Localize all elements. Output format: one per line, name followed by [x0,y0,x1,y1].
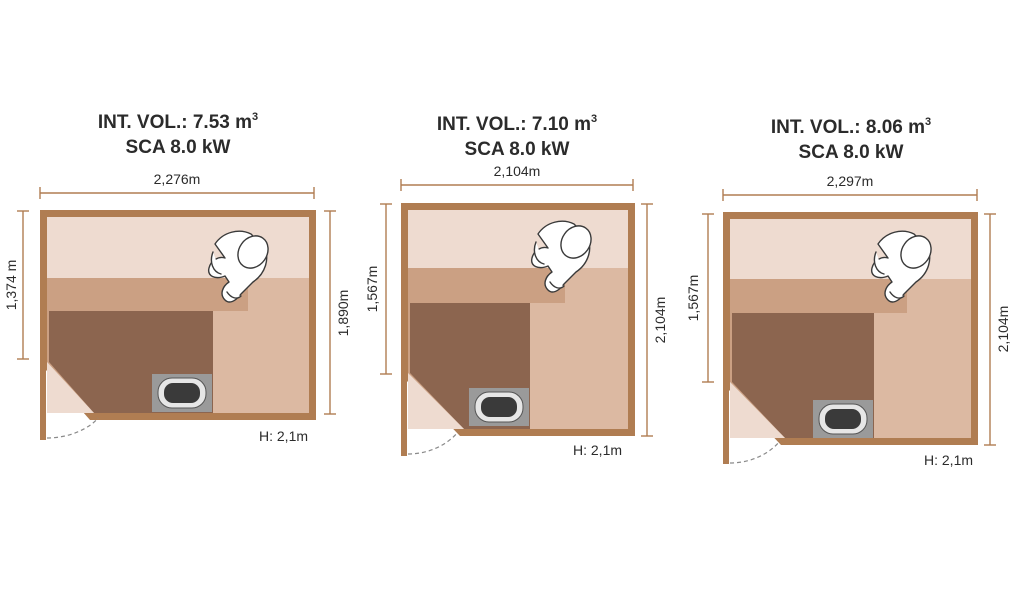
cabin-2-volume: INT. VOL.: 7.10 m3 [437,113,597,135]
cabin-1-heater-icon [151,373,213,413]
cabin-3: INT. VOL.: 8.06 m3 SCA 8.0 kW 2,297m 1,5… [685,116,1011,468]
cabin-1-height-label: H: 2,1m [259,428,308,444]
cabin-3-heater-icon [812,399,874,439]
cabin-3-width-label: 2,297m [827,173,874,189]
cabin-2-right-dimension: 2,104m [641,203,668,437]
cabin-1-heater-model: SCA 8.0 kW [126,137,231,158]
cabin-1-volume: INT. VOL.: 7.53 m3 [98,111,258,133]
cabin-1-width-label: 2,276m [154,171,201,187]
cabin-3-left-dimension: 1,567m [685,213,714,383]
cabin-2-width-dimension: 2,104m [400,163,634,191]
cabin-3-right-dimension: 2,104m [984,213,1011,446]
cabin-2-heater-icon [468,387,530,427]
cabin-1-room [40,210,316,440]
cabin-2-left-dimension: 1,567m [364,203,392,375]
cabin-1-width-dimension: 2,276m [39,171,315,199]
cabin-1-left-label: 1,374 m [3,260,19,311]
cabin-1-right-label: 1,890m [335,290,351,337]
cabin-2-height-label: H: 2,1m [573,442,622,458]
cabin-2-width-label: 2,104m [494,163,541,179]
cabin-2: INT. VOL.: 7.10 m3 SCA 8.0 kW 2,104m 1,5… [364,113,668,458]
cabin-2-heater-model: SCA 8.0 kW [465,139,570,160]
cabin-2-right-label: 2,104m [652,297,668,344]
cabin-1-right-dimension: 1,890m [324,210,351,415]
cabin-2-left-label: 1,567m [364,266,380,313]
cabin-2-room [401,203,635,456]
cabin-3-height-label: H: 2,1m [924,452,973,468]
cabin-1-left-dimension: 1,374 m [3,210,29,360]
cabin-3-right-label: 2,104m [995,306,1011,353]
cabin-3-left-label: 1,567m [685,275,701,322]
cabin-3-room [723,212,978,464]
cabin-3-volume: INT. VOL.: 8.06 m3 [771,116,931,138]
cabin-3-width-dimension: 2,297m [722,173,978,201]
cabin-3-heater-model: SCA 8.0 kW [799,142,904,163]
cabin-1: INT. VOL.: 7.53 m3 SCA 8.0 kW 2,276m 1,3… [3,111,351,444]
